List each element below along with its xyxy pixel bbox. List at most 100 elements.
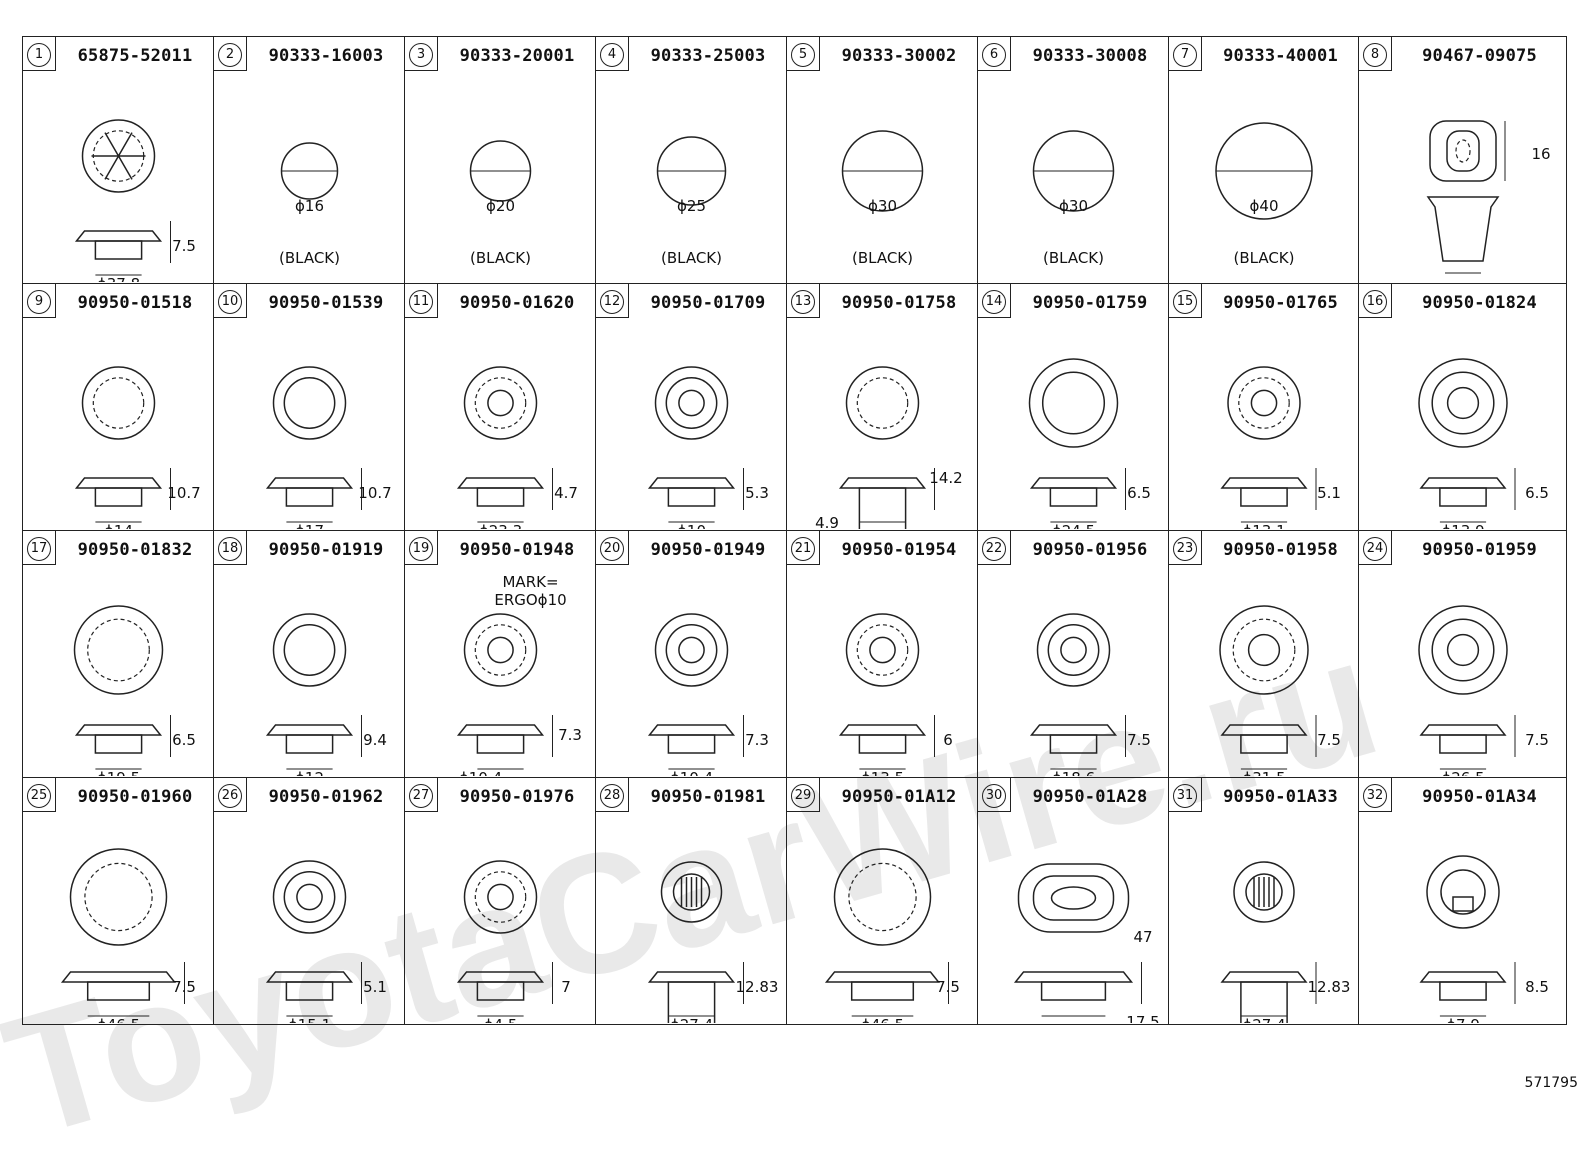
item-number: 8 bbox=[1363, 43, 1387, 67]
item-number: 12 bbox=[600, 290, 624, 314]
document-id: 571795 bbox=[1524, 1075, 1578, 1091]
item-number: 5 bbox=[791, 43, 815, 67]
dimension-label: ϕ25 bbox=[677, 197, 706, 215]
dimension-label: t=0.1 bbox=[670, 280, 712, 282]
part-drawing: 7.3ϕ10.4 bbox=[647, 613, 769, 776]
part-drawing: 8.5ϕ7.9 bbox=[1419, 855, 1549, 1023]
item-number: 22 bbox=[982, 537, 1006, 561]
item-number-box: 14 bbox=[978, 284, 1011, 318]
item-number-box: 24 bbox=[1359, 531, 1392, 565]
part-drawing: 7.5ϕ18.6 bbox=[1029, 613, 1151, 776]
part-number: 90333-16003 bbox=[268, 46, 384, 66]
part-cell: 7 90333-40001 ϕ40 (BLACK) t=0.1 bbox=[1168, 36, 1359, 284]
part-cell: 19 90950-01948 7.3ϕ10.4MARK=ERGOϕ10 bbox=[404, 530, 596, 778]
dimension-label: 7.5 bbox=[1127, 731, 1151, 749]
dimension-label: (BLACK) bbox=[1043, 249, 1104, 267]
item-number: 25 bbox=[27, 784, 51, 808]
item-number: 24 bbox=[1363, 537, 1387, 561]
dimension-label: (BLACK) bbox=[661, 249, 722, 267]
item-number-box: 29 bbox=[787, 778, 820, 812]
dimension-label: t=0.1 bbox=[1243, 280, 1285, 282]
item-number: 4 bbox=[600, 43, 624, 67]
dimension-label: ϕ13.5 bbox=[861, 769, 904, 776]
part-number: 90950-01948 bbox=[459, 540, 575, 560]
item-number-box: 7 bbox=[1169, 37, 1202, 71]
dimension-label: 7.5 bbox=[1525, 731, 1549, 749]
item-number-box: 8 bbox=[1359, 37, 1392, 71]
item-number: 1 bbox=[27, 43, 51, 67]
item-number-box: 22 bbox=[978, 531, 1011, 565]
item-number: 26 bbox=[218, 784, 242, 808]
dimension-label: 6 bbox=[943, 731, 953, 749]
item-number: 13 bbox=[791, 290, 815, 314]
dimension-label: (BLACK) bbox=[852, 249, 913, 267]
part-number: 90950-01A34 bbox=[1422, 787, 1537, 807]
dimension-label: ϕ7.9 bbox=[1446, 1016, 1480, 1023]
dimension-label: ϕ46.5 bbox=[97, 1016, 140, 1023]
dimension-label: ϕ24.5 bbox=[1052, 522, 1095, 529]
part-drawing: 12.83 ϕ27.4 bbox=[647, 861, 779, 1023]
part-number: 90950-01539 bbox=[268, 293, 384, 313]
item-number-box: 16 bbox=[1359, 284, 1392, 318]
dimension-label: 10.7 bbox=[167, 484, 200, 502]
part-number: 90333-30002 bbox=[841, 46, 957, 66]
part-number: 90950-01956 bbox=[1032, 540, 1148, 560]
dimension-label: ϕ19.5 bbox=[97, 769, 140, 776]
dimension-label: ϕ30 bbox=[868, 197, 897, 215]
part-drawing: ϕ30(BLACK)t=0.1 bbox=[1032, 130, 1115, 282]
dimension-label: t=0.5 bbox=[861, 280, 903, 282]
part-drawing: 7.3ϕ10.4MARK=ERGOϕ10 bbox=[456, 573, 582, 776]
part-drawing: 9.4ϕ12 bbox=[265, 613, 387, 776]
part-drawing: 6 ϕ13.5 bbox=[838, 613, 953, 776]
dimension-label: 12.83 bbox=[736, 978, 779, 996]
item-number-box: 13 bbox=[787, 284, 820, 318]
dimension-label: 16 bbox=[1531, 145, 1550, 163]
dimension-label: ϕ27.4 bbox=[670, 1016, 713, 1023]
dimension-label: (BLACK) bbox=[470, 249, 531, 267]
dimension-label: 5.3 bbox=[745, 484, 769, 502]
dimension-label: 5.1 bbox=[1317, 484, 1341, 502]
part-cell: 32 90950-01A34 8.5ϕ7.9 bbox=[1358, 777, 1567, 1025]
part-number: 90950-01962 bbox=[268, 787, 384, 807]
item-number: 11 bbox=[409, 290, 433, 314]
part-number: 90950-01824 bbox=[1422, 293, 1537, 313]
item-number: 30 bbox=[982, 784, 1006, 808]
dimension-label: 7.3 bbox=[745, 731, 769, 749]
item-number: 15 bbox=[1173, 290, 1197, 314]
part-drawing: 7.5ϕ26.5 bbox=[1418, 605, 1549, 776]
part-number: 90333-20001 bbox=[459, 46, 575, 66]
item-number: 32 bbox=[1363, 784, 1387, 808]
part-drawing: 7.5ϕ46.5 bbox=[60, 848, 196, 1023]
dimension-label: 7.5 bbox=[936, 978, 960, 996]
part-number: 90950-01A28 bbox=[1032, 787, 1148, 807]
item-number-box: 10 bbox=[214, 284, 247, 318]
part-cell: 22 90950-01956 7.5ϕ18.6 bbox=[977, 530, 1169, 778]
part-number: 90950-01981 bbox=[650, 787, 766, 807]
part-number: 90333-40001 bbox=[1223, 46, 1338, 66]
item-number-box: 27 bbox=[405, 778, 438, 812]
dimension-label: ϕ12 bbox=[295, 769, 324, 776]
dimension-label: ϕ13.9 bbox=[1441, 522, 1484, 529]
part-number: 90950-01954 bbox=[841, 540, 957, 560]
dimension-label: ϕ40 bbox=[1250, 197, 1279, 215]
part-number: 90950-01765 bbox=[1223, 293, 1338, 313]
dimension-label: (BLACK) bbox=[1233, 249, 1294, 267]
dimension-label: ϕ37.8 bbox=[97, 275, 140, 282]
dimension-label: 7.5 bbox=[172, 237, 196, 255]
part-drawing: 12.83ϕ27.4 bbox=[1220, 861, 1350, 1023]
part-drawing: 7ϕ4.5 bbox=[456, 860, 571, 1023]
item-number: 27 bbox=[409, 784, 433, 808]
item-number-box: 19 bbox=[405, 531, 438, 565]
part-drawing: ϕ20(BLACK)t=0.5 bbox=[469, 140, 532, 282]
